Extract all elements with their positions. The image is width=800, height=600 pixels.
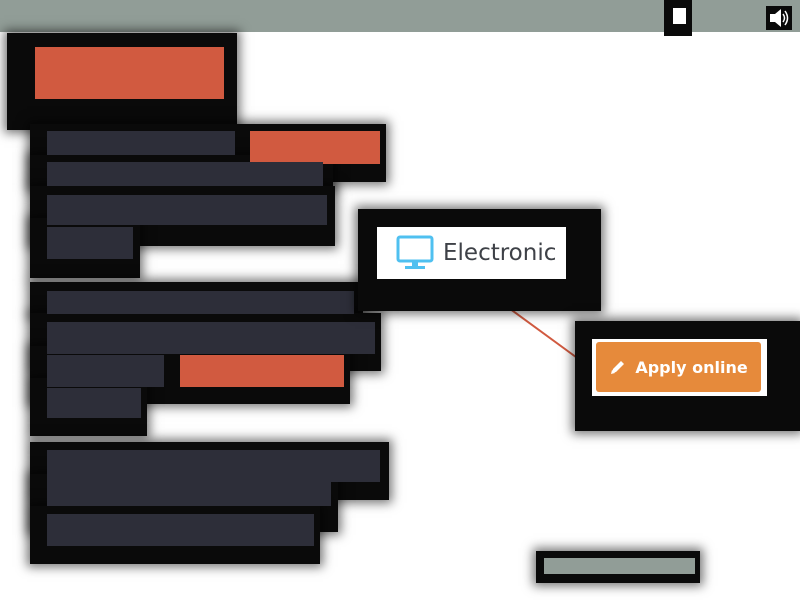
bottom-bar-fill bbox=[544, 558, 695, 574]
redacted-line bbox=[47, 450, 380, 482]
apply-online-button[interactable]: Apply online bbox=[596, 342, 761, 392]
redacted-line bbox=[47, 227, 133, 259]
speaker-button[interactable] bbox=[766, 6, 792, 30]
redacted-line bbox=[47, 388, 141, 418]
redacted-line bbox=[47, 131, 235, 155]
monitor-icon bbox=[396, 235, 434, 269]
square-icon bbox=[673, 8, 686, 24]
electronic-label: Electronic bbox=[443, 240, 557, 266]
apply-online-label: Apply online bbox=[635, 357, 748, 377]
pencil-icon bbox=[611, 361, 625, 374]
highlighted-word bbox=[250, 131, 380, 164]
redacted-line bbox=[47, 514, 314, 546]
redacted-line bbox=[47, 162, 323, 186]
electronic-option[interactable]: Electronic bbox=[377, 227, 566, 279]
window-toggle-button[interactable] bbox=[664, 0, 692, 36]
redacted-line bbox=[47, 322, 375, 354]
speaker-icon bbox=[770, 9, 789, 27]
highlighted-phrase bbox=[180, 355, 344, 387]
redacted-line bbox=[47, 482, 331, 506]
redacted-line bbox=[47, 195, 327, 225]
heading-highlight bbox=[35, 47, 224, 99]
redacted-line bbox=[47, 355, 164, 387]
redacted-line bbox=[47, 291, 354, 314]
